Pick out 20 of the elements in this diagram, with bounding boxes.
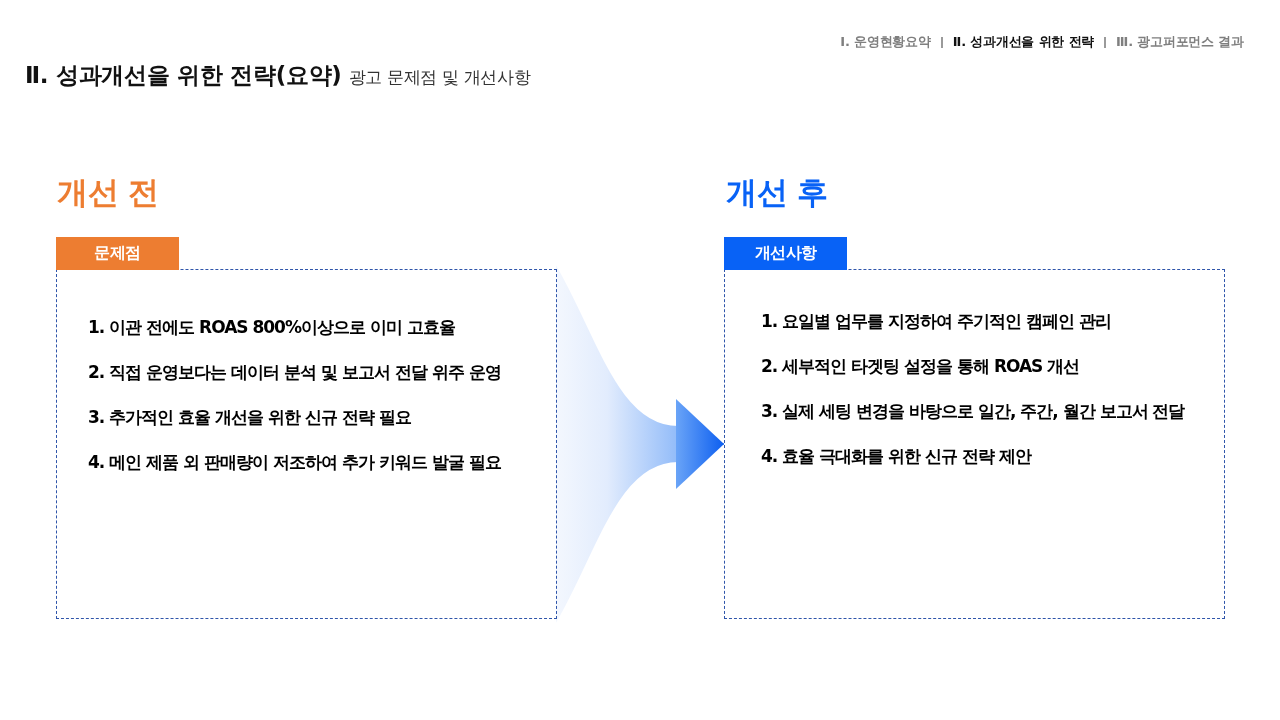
- list-item: 1. 요일별 업무를 지정하여 주기적인 캠페인 관리: [761, 310, 1111, 333]
- section-nav-item: Ⅲ. 광고퍼포먼스 결과: [1116, 33, 1244, 51]
- section-nav-item: Ⅱ. 성과개선을 위한 전략: [952, 33, 1095, 51]
- category-tag: 개선사항: [724, 237, 847, 270]
- section-heading: 개선 후: [726, 173, 828, 212]
- list-item: 1. 이관 전에도 ROAS 800%이상으로 이미 고효율: [88, 316, 455, 339]
- section-heading: 개선 전: [57, 173, 159, 212]
- page-title: Ⅱ. 성과개선을 위한 전략(요약): [25, 61, 342, 90]
- category-tag: 문제점: [56, 237, 179, 270]
- page-subtitle: 광고 문제점 및 개선사항: [348, 67, 531, 89]
- flow-arrow: [556, 268, 725, 620]
- list-item: 3. 추가적인 효율 개선을 위한 신규 전략 필요: [88, 406, 411, 429]
- list-item: 4. 효율 극대화를 위한 신규 전략 제안: [761, 445, 1031, 468]
- section-nav-item: Ⅰ. 운영현황요약: [840, 33, 931, 51]
- list-item: 3. 실제 세팅 변경을 바탕으로 일간, 주간, 월간 보고서 전달: [761, 400, 1185, 423]
- list-panel: [56, 269, 557, 619]
- list-item: 2. 직접 운영보다는 데이터 분석 및 보고서 전달 위주 운영: [88, 361, 501, 384]
- list-item: 4. 메인 제품 외 판매량이 저조하여 추가 키워드 발굴 필요: [88, 451, 501, 474]
- list-panel: [724, 269, 1225, 619]
- list-item: 2. 세부적인 타겟팅 설정을 통해 ROAS 개선: [761, 355, 1080, 378]
